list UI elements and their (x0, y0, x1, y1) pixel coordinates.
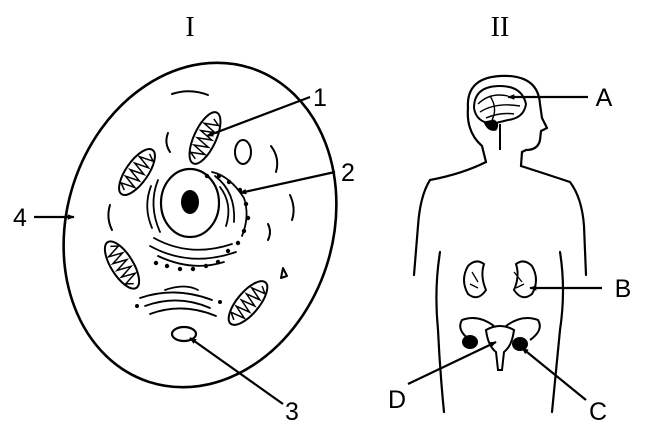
ovary-right (513, 338, 527, 350)
pointer-2 (240, 172, 335, 193)
label-2: 2 (341, 159, 355, 187)
pointer-D (408, 342, 496, 384)
label-D: D (388, 386, 406, 414)
ribosomes (154, 174, 250, 271)
endoplasmic-reticulum (147, 172, 246, 266)
label-B: B (615, 275, 632, 303)
label-1: 1 (313, 84, 327, 112)
label-3: 3 (285, 398, 299, 426)
panel-title-II: II (491, 12, 510, 43)
body-pointers (408, 97, 602, 400)
nucleolus (181, 190, 199, 214)
panel-cell: I (13, 12, 377, 426)
kidneys (464, 261, 536, 297)
nucleus (161, 169, 219, 237)
reproductive-system (460, 318, 540, 370)
cell-pointers (34, 97, 335, 404)
brain (474, 86, 526, 150)
panel-body: II (388, 12, 631, 426)
label-A: A (596, 84, 613, 112)
panel-title-I: I (185, 12, 194, 43)
ovary-left (463, 336, 477, 348)
label-C: C (589, 398, 607, 426)
label-4: 4 (13, 204, 27, 232)
pointer-1 (207, 97, 310, 136)
pointer-3 (190, 338, 283, 404)
golgi-apparatus (135, 287, 222, 317)
